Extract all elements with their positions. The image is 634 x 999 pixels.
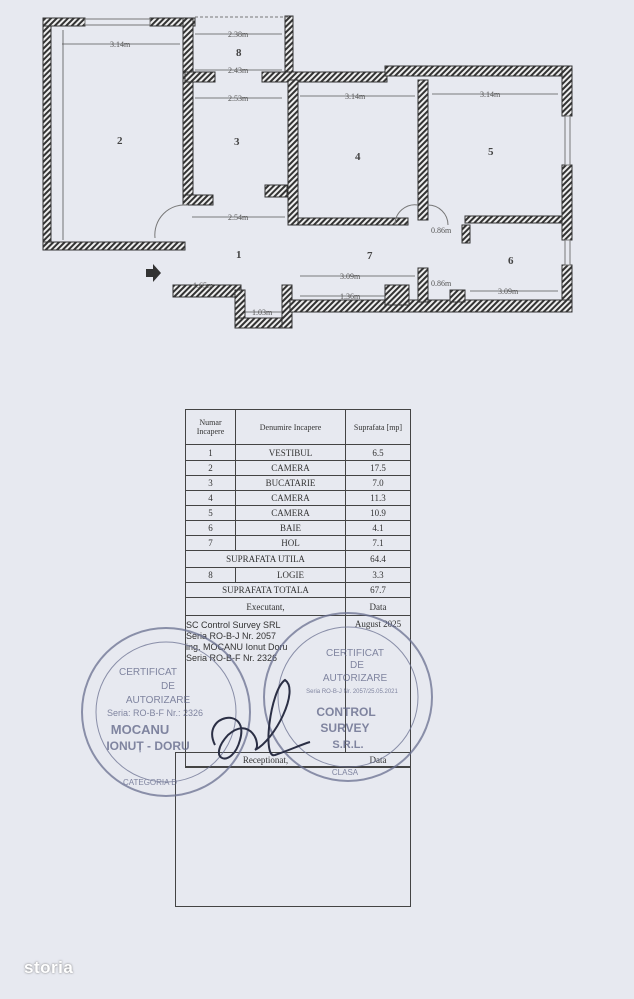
dimension-lines <box>62 30 558 313</box>
total-label: SUPRAFATA TOTALA <box>222 585 309 595</box>
util-value: 64.4 <box>370 554 386 564</box>
svg-text:CATEGORIA D: CATEGORIA D <box>123 778 177 787</box>
row-divider <box>185 597 411 598</box>
header-name: Denumire Incapere <box>259 422 322 432</box>
table-cell-name: HOL <box>281 537 300 548</box>
row-divider <box>185 550 411 551</box>
row-divider <box>185 475 411 476</box>
table-cell-nr: 3 <box>208 477 213 488</box>
table-cell-name: BUCATARIE <box>265 477 316 488</box>
table-cell-area: 4.1 <box>372 522 384 533</box>
row-divider <box>185 460 411 461</box>
row-divider <box>185 505 411 506</box>
svg-text:1.65m: 1.65m <box>193 281 214 290</box>
table-cell-area: 17.5 <box>370 462 386 473</box>
svg-text:3: 3 <box>234 136 240 148</box>
svg-text:2.43m: 2.43m <box>228 66 249 75</box>
column-divider <box>235 567 236 582</box>
table-cell-nr: 6 <box>208 522 213 533</box>
svg-text:3.14m: 3.14m <box>110 40 131 49</box>
receptionat-label: Receptionat, <box>242 755 289 765</box>
svg-text:2.38m: 2.38m <box>228 30 249 39</box>
svg-text:5: 5 <box>488 146 494 158</box>
svg-text:6: 6 <box>508 255 514 267</box>
header-area: Suprafata [mp] <box>353 422 403 432</box>
svg-text:2: 2 <box>117 135 123 147</box>
table-cell-area: 11.3 <box>370 492 386 503</box>
svg-text:2.53m: 2.53m <box>228 94 249 103</box>
row-divider <box>185 767 411 768</box>
row-divider <box>185 444 411 445</box>
table-cell-area: 7.1 <box>372 537 384 548</box>
data-label: Data <box>369 601 387 612</box>
svg-text:1.36m: 1.36m <box>340 292 361 301</box>
table-cell-name: CAMERA <box>271 507 310 518</box>
walls <box>42 15 573 329</box>
svg-text:1.03m: 1.03m <box>252 308 273 317</box>
row-divider <box>185 582 411 583</box>
svg-text:7: 7 <box>367 250 373 262</box>
svg-text:8: 8 <box>236 47 242 59</box>
row-divider <box>185 615 411 616</box>
svg-text:CERTIFICAT: CERTIFICAT <box>119 667 177 678</box>
svg-text:1: 1 <box>236 249 242 261</box>
svg-text:3.09m: 3.09m <box>498 287 519 296</box>
executant-label: Executant, <box>246 601 285 612</box>
row-divider <box>185 520 411 521</box>
entrance-arrow-icon <box>146 264 161 282</box>
row-divider <box>185 567 411 568</box>
executant-line: SC Control Survey SRL <box>186 620 281 630</box>
table-cell-name: VESTIBUL <box>268 447 313 458</box>
table-cell-area: 10.9 <box>370 507 386 518</box>
svg-text:DE: DE <box>161 681 175 692</box>
svg-text:AUTORIZARE: AUTORIZARE <box>126 695 191 706</box>
row-divider <box>185 490 411 491</box>
table-cell-nr: 2 <box>208 462 213 473</box>
util-label: SUPRAFATA UTILA <box>226 554 305 564</box>
total-value: 67.7 <box>370 585 386 595</box>
table-cell-nr: 5 <box>208 507 213 518</box>
window-lines <box>84 16 571 266</box>
executant-date: August 2025 <box>354 619 402 629</box>
table-cell-name: CAMERA <box>271 492 310 503</box>
svg-text:3.14m: 3.14m <box>480 90 501 99</box>
table-cell-area: 6.5 <box>372 447 384 458</box>
table-cell-nr: 4 <box>208 492 213 503</box>
data-label-2: Data <box>369 755 387 765</box>
table-cell-nr: 7 <box>208 537 213 548</box>
logie-nr: 8 <box>208 570 213 580</box>
svg-text:2.54m: 2.54m <box>228 213 249 222</box>
svg-text:4: 4 <box>355 151 361 163</box>
svg-text:MOCANU: MOCANU <box>111 722 170 737</box>
executant-info: SC Control Survey SRL Seria RO-B-J Nr. 2… <box>186 620 288 664</box>
svg-text:3.09m: 3.09m <box>340 272 361 281</box>
svg-text:0.86m: 0.86m <box>431 226 452 235</box>
svg-text:IONUȚ - DORU: IONUȚ - DORU <box>106 739 189 753</box>
svg-text:3.14m: 3.14m <box>345 92 366 101</box>
executant-line: Seria RO-B-F Nr. 2326 <box>186 653 278 663</box>
logie-name: LOGIE <box>277 570 304 580</box>
table-cell-name: BAIE <box>280 522 301 533</box>
logie-area: 3.3 <box>372 570 384 580</box>
table-cell-area: 7.0 <box>372 477 384 488</box>
storia-logo: storia <box>24 958 74 977</box>
floor-plan: 3.14m 2.38m 2.43m 2.53m 2.54m 1.03m 1.65… <box>42 15 573 329</box>
header-nr: Numar Incapere <box>196 418 225 436</box>
svg-text:0.86m: 0.86m <box>431 279 452 288</box>
table-cell-name: CAMERA <box>271 462 310 473</box>
executant-line: ing. MOCANU Ionut Doru <box>186 642 288 652</box>
column-divider <box>235 409 236 550</box>
executant-line: Seria RO-B-J Nr. 2057 <box>186 631 277 641</box>
column-divider <box>345 409 346 752</box>
row-divider <box>185 535 411 536</box>
reception-box <box>175 752 411 907</box>
dimension-labels: 3.14m 2.38m 2.43m 2.53m 2.54m 1.03m 1.65… <box>110 30 519 317</box>
room-numbers: 1 2 3 4 5 6 7 8 <box>117 47 514 267</box>
table-cell-nr: 1 <box>208 447 213 458</box>
